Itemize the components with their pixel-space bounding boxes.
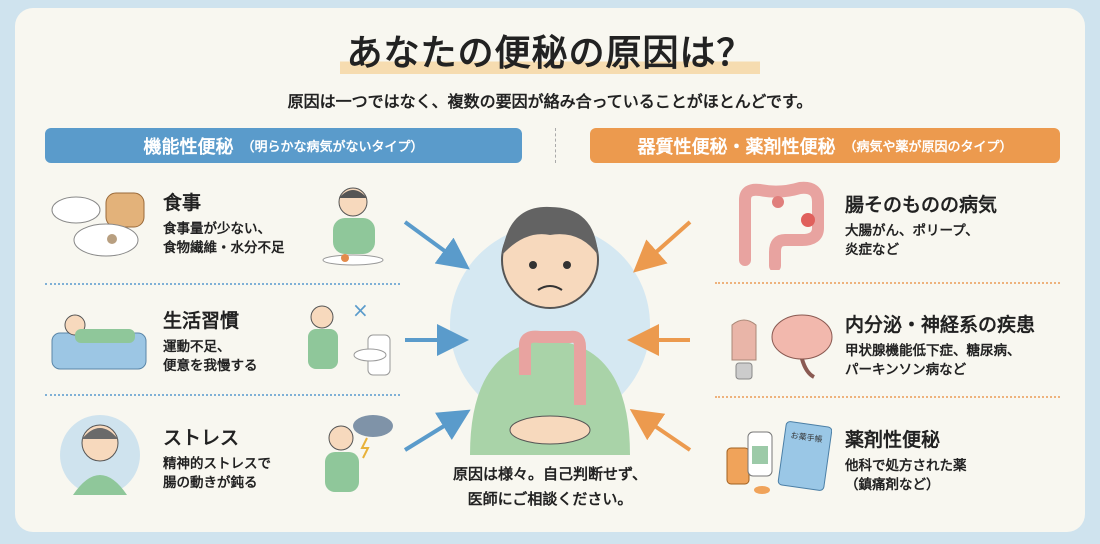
separator: [715, 282, 1060, 284]
center-message: 原因は様々。自己判断せず、 医師にご相談ください。: [420, 462, 680, 512]
item-title: 薬剤性便秘: [845, 429, 941, 451]
thyroid-brain-icon: [731, 314, 833, 380]
item-title: 食事: [163, 192, 202, 214]
header-main: 器質性便秘・薬剤性便秘: [637, 136, 836, 158]
arrow-stress: [403, 409, 471, 452]
cause-diet: 食事食事量が少ない、食物繊維・水分不足: [163, 188, 285, 258]
separator: [45, 394, 400, 396]
center-line: 医師にご相談ください。: [467, 490, 633, 508]
eating-person-icon: [322, 187, 384, 266]
item-line: 便意を我慢する: [163, 358, 258, 374]
svg-text:×: ×: [352, 298, 369, 322]
divider: [555, 128, 556, 163]
center-line: 原因は様々。自己判断せず、: [453, 465, 647, 483]
item-line: 他科で処方された薬: [845, 458, 967, 474]
couch-person-icon: [51, 314, 147, 370]
colon-icon: [739, 181, 824, 270]
arrow-diet: [403, 220, 470, 270]
arrows: [403, 220, 692, 452]
stressed-person-icon: [60, 415, 140, 495]
item-line: 食事量が少ない、: [163, 221, 271, 237]
central-person-illustration: [450, 206, 650, 455]
item-line: 腸の動きが鈍る: [163, 475, 258, 491]
cause-lifestyle: 生活習慣運動不足、便意を我慢する: [163, 306, 258, 376]
item-line: 炎症など: [845, 242, 899, 258]
header-main: 機能性便秘: [143, 136, 234, 158]
separator: [45, 283, 400, 285]
cause-endocrine-neuro: 内分泌・神経系の疾患甲状腺機能低下症、糖尿病、パーキンソン病など: [845, 310, 1035, 380]
item-line: 食物繊維・水分不足: [163, 240, 285, 256]
item-line: 精神的ストレスで: [163, 456, 271, 472]
page-title: あなたの便秘の原因は？: [0, 24, 1100, 76]
medicine-notebook-icon: お薬手帳: [726, 421, 832, 494]
item-line: （鎮痛剤など）: [845, 477, 940, 493]
item-line: 甲状腺機能低下症、糖尿病、: [845, 343, 1021, 359]
food-plates-icon: [51, 192, 145, 257]
item-title: 生活習慣: [163, 310, 240, 332]
arrow-drug: [629, 408, 692, 452]
cause-stress: ストレス精神的ストレスで腸の動きが鈍る: [163, 423, 271, 493]
header-sub: （明らかな病気がないタイプ）: [241, 140, 424, 155]
item-title: 腸そのものの病気: [845, 194, 998, 216]
subtitle: 原因は一つではなく、複数の要因が絡み合っていることがほとんどです。: [287, 92, 813, 111]
item-line: 大腸がん、ポリープ、: [845, 223, 979, 239]
title-text: あなたの便秘の原因は？: [340, 33, 760, 74]
cause-bowel-disease: 腸そのものの病気大腸がん、ポリープ、炎症など: [845, 190, 997, 260]
notebook-label: お薬手帳: [790, 430, 823, 444]
cloud-stress-person-icon: [325, 415, 393, 492]
toilet-person-icon: ×: [308, 298, 391, 376]
cause-drug-induced: 薬剤性便秘他科で処方された薬 （鎮痛剤など）: [845, 425, 967, 495]
item-line: パーキンソン病など: [845, 362, 967, 378]
separator: [715, 396, 1060, 398]
header-sub: （病気や薬が原因のタイプ）: [843, 140, 1013, 155]
arrow-bowel: [633, 220, 692, 273]
organic-drug-constipation-header: 器質性便秘・薬剤性便秘 （病気や薬が原因のタイプ）: [590, 128, 1060, 163]
item-title: ストレス: [163, 427, 240, 449]
item-line: 運動不足、: [163, 339, 231, 355]
functional-constipation-header: 機能性便秘 （明らかな病気がないタイプ）: [45, 128, 522, 163]
item-title: 内分泌・神経系の疾患: [845, 314, 1036, 336]
